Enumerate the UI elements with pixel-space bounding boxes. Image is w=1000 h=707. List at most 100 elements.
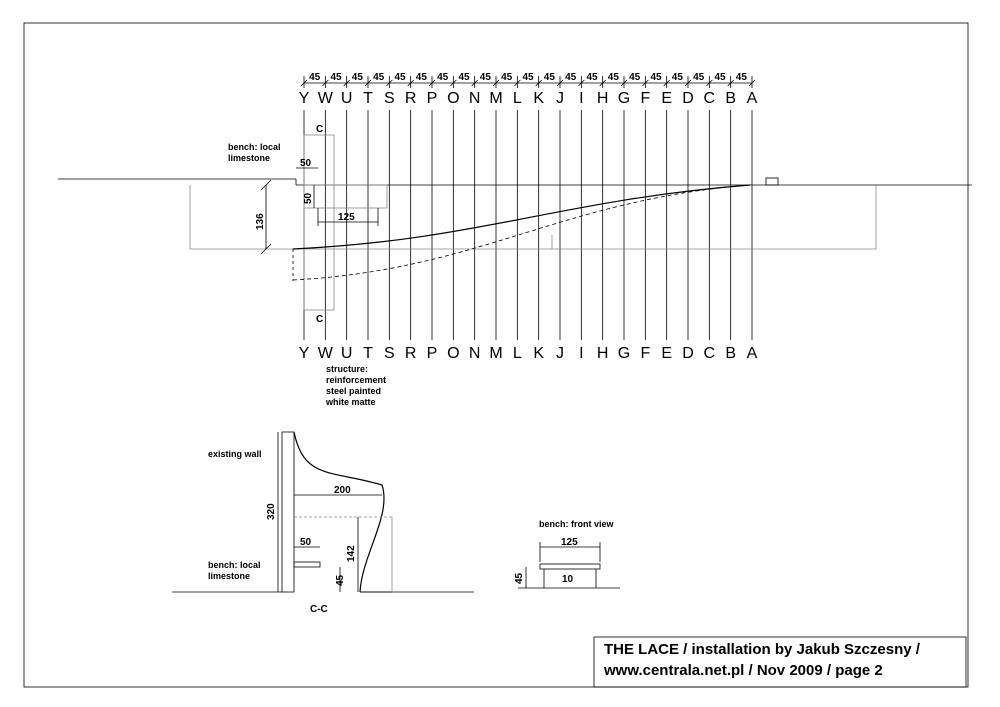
section-cc: 320 200 142 50 45 existing wall bench: l… xyxy=(172,431,474,615)
lace-curve-solid xyxy=(292,184,751,250)
structure-note: structure: reinforcement steel painted w… xyxy=(325,364,386,407)
grid-letter-bottom-h: H xyxy=(597,345,609,362)
dimension-label-45: 45 xyxy=(736,72,748,83)
section-title: C-C xyxy=(310,604,328,615)
anchor-block xyxy=(765,177,779,186)
grid-letter-top-b: B xyxy=(725,90,736,107)
grid-letter-top-o: O xyxy=(447,90,459,107)
bench-front-title: bench: front view xyxy=(539,519,615,529)
grid-letter-top-f: F xyxy=(640,90,650,107)
bench-plan-outline xyxy=(303,184,388,209)
dimension-ticks xyxy=(300,76,756,88)
section-lace-profile xyxy=(293,431,385,593)
title-line2: www.centrala.net.pl / Nov 2009 / page 2 xyxy=(603,662,883,679)
bench-dim-125-label: 125 xyxy=(561,537,578,548)
floor-outline-right xyxy=(304,185,877,250)
dim-136-tick-bottom xyxy=(260,243,272,255)
grid-letter-bottom-c: C xyxy=(704,345,716,362)
dim-s50-label: 50 xyxy=(300,537,312,548)
grid-letter-top-n: N xyxy=(469,90,481,107)
grid-letter-bottom-f: F xyxy=(640,345,650,362)
title-line1: THE LACE / installation by Jakub Szczesn… xyxy=(604,641,921,658)
grid-letter-bottom-m: M xyxy=(489,345,502,362)
grid-letter-bottom-r: R xyxy=(405,345,417,362)
section-marker-bottom: C xyxy=(316,314,323,325)
dim-50v-label: 50 xyxy=(303,192,314,204)
sheet-border xyxy=(23,22,969,688)
title-block-frame xyxy=(593,636,967,688)
grid-letter-top-e: E xyxy=(661,90,672,107)
grid-letter-top-t: T xyxy=(363,90,373,107)
grid-letter-top-p: P xyxy=(427,90,438,107)
grid-letter-bottom-k: K xyxy=(533,345,544,362)
grid-letter-top-s: S xyxy=(384,90,395,107)
grid-letter-bottom-a: A xyxy=(747,345,758,362)
grid-letter-bottom-u: U xyxy=(341,345,353,362)
grid-letter-bottom-t: T xyxy=(363,345,373,362)
dim-50-label: 50 xyxy=(300,158,312,169)
grid-letter-top-l: L xyxy=(513,90,522,107)
grid-letter-bottom-l: L xyxy=(513,345,522,362)
section-bench-note-line2: limestone xyxy=(208,571,250,581)
grid-letter-top-a: A xyxy=(747,90,758,107)
grid-letter-top-u: U xyxy=(341,90,353,107)
dimension-label-45: 45 xyxy=(416,72,428,83)
grid-letter-bottom-b: B xyxy=(725,345,736,362)
dim-200-label: 200 xyxy=(334,485,351,496)
dimension-label-45: 45 xyxy=(480,72,492,83)
lace-curve-dashed xyxy=(292,184,751,281)
section-bench-note-line1: bench: local xyxy=(208,560,261,570)
grid-letter-top-y: Y xyxy=(299,90,310,107)
grid-letter-top-d: D xyxy=(682,90,694,107)
dim-142-label: 142 xyxy=(346,545,357,562)
grid-letter-top-r: R xyxy=(405,90,417,107)
section-bench xyxy=(293,561,321,568)
dimension-label-45: 45 xyxy=(565,72,577,83)
structure-note-line1: structure: xyxy=(326,364,368,374)
dimension-label-45: 45 xyxy=(544,72,556,83)
structure-note-line2: reinforcement xyxy=(326,375,386,385)
dimension-label-45: 45 xyxy=(629,72,641,83)
dimension-label-45: 45 xyxy=(309,72,321,83)
grid-letter-bottom-p: P xyxy=(427,345,438,362)
bench-dim-45-label: 45 xyxy=(514,572,525,584)
floor-outline-left xyxy=(189,185,304,250)
grid-letter-top-g: G xyxy=(618,90,630,107)
grid-letter-bottom-n: N xyxy=(469,345,481,362)
section-marker-top: C xyxy=(316,124,323,135)
dimension-label-45: 45 xyxy=(608,72,620,83)
grid-letter-top-i: I xyxy=(579,90,583,107)
dim-125-label: 125 xyxy=(338,212,355,223)
structure-note-line4: white matte xyxy=(325,397,376,407)
dimension-label-45: 45 xyxy=(672,72,684,83)
bench-note-line2: limestone xyxy=(228,153,270,163)
grid-letter-bottom-e: E xyxy=(661,345,672,362)
structure-note-line3: steel painted xyxy=(326,386,381,396)
dimension-label-45: 45 xyxy=(352,72,364,83)
grid-letter-bottom-y: Y xyxy=(299,345,310,362)
title-block: THE LACE / installation by Jakub Szczesn… xyxy=(593,636,967,688)
dimension-label-45: 45 xyxy=(522,72,534,83)
grid-letter-bottom-j: J xyxy=(556,345,564,362)
bench-dim-10-label: 10 xyxy=(562,574,574,585)
dimension-label-45: 45 xyxy=(373,72,385,83)
grid-letter-bottom-i: I xyxy=(579,345,583,362)
bench-note-line1: bench: local xyxy=(228,142,281,152)
section-cut-zone xyxy=(303,134,335,311)
dimension-label-45: 45 xyxy=(330,72,342,83)
grid-letter-top-j: J xyxy=(556,90,564,107)
dimension-label-45: 45 xyxy=(437,72,449,83)
dimension-label-45: 45 xyxy=(650,72,662,83)
dimension-label-45: 45 xyxy=(714,72,726,83)
grid-letter-bottom-g: G xyxy=(618,345,630,362)
grid-letter-top-c: C xyxy=(704,90,716,107)
dimension-label-45: 45 xyxy=(586,72,598,83)
grid-letter-bottom-d: D xyxy=(682,345,694,362)
grid-letter-top-h: H xyxy=(597,90,609,107)
dim-136-tick-top xyxy=(260,179,272,191)
